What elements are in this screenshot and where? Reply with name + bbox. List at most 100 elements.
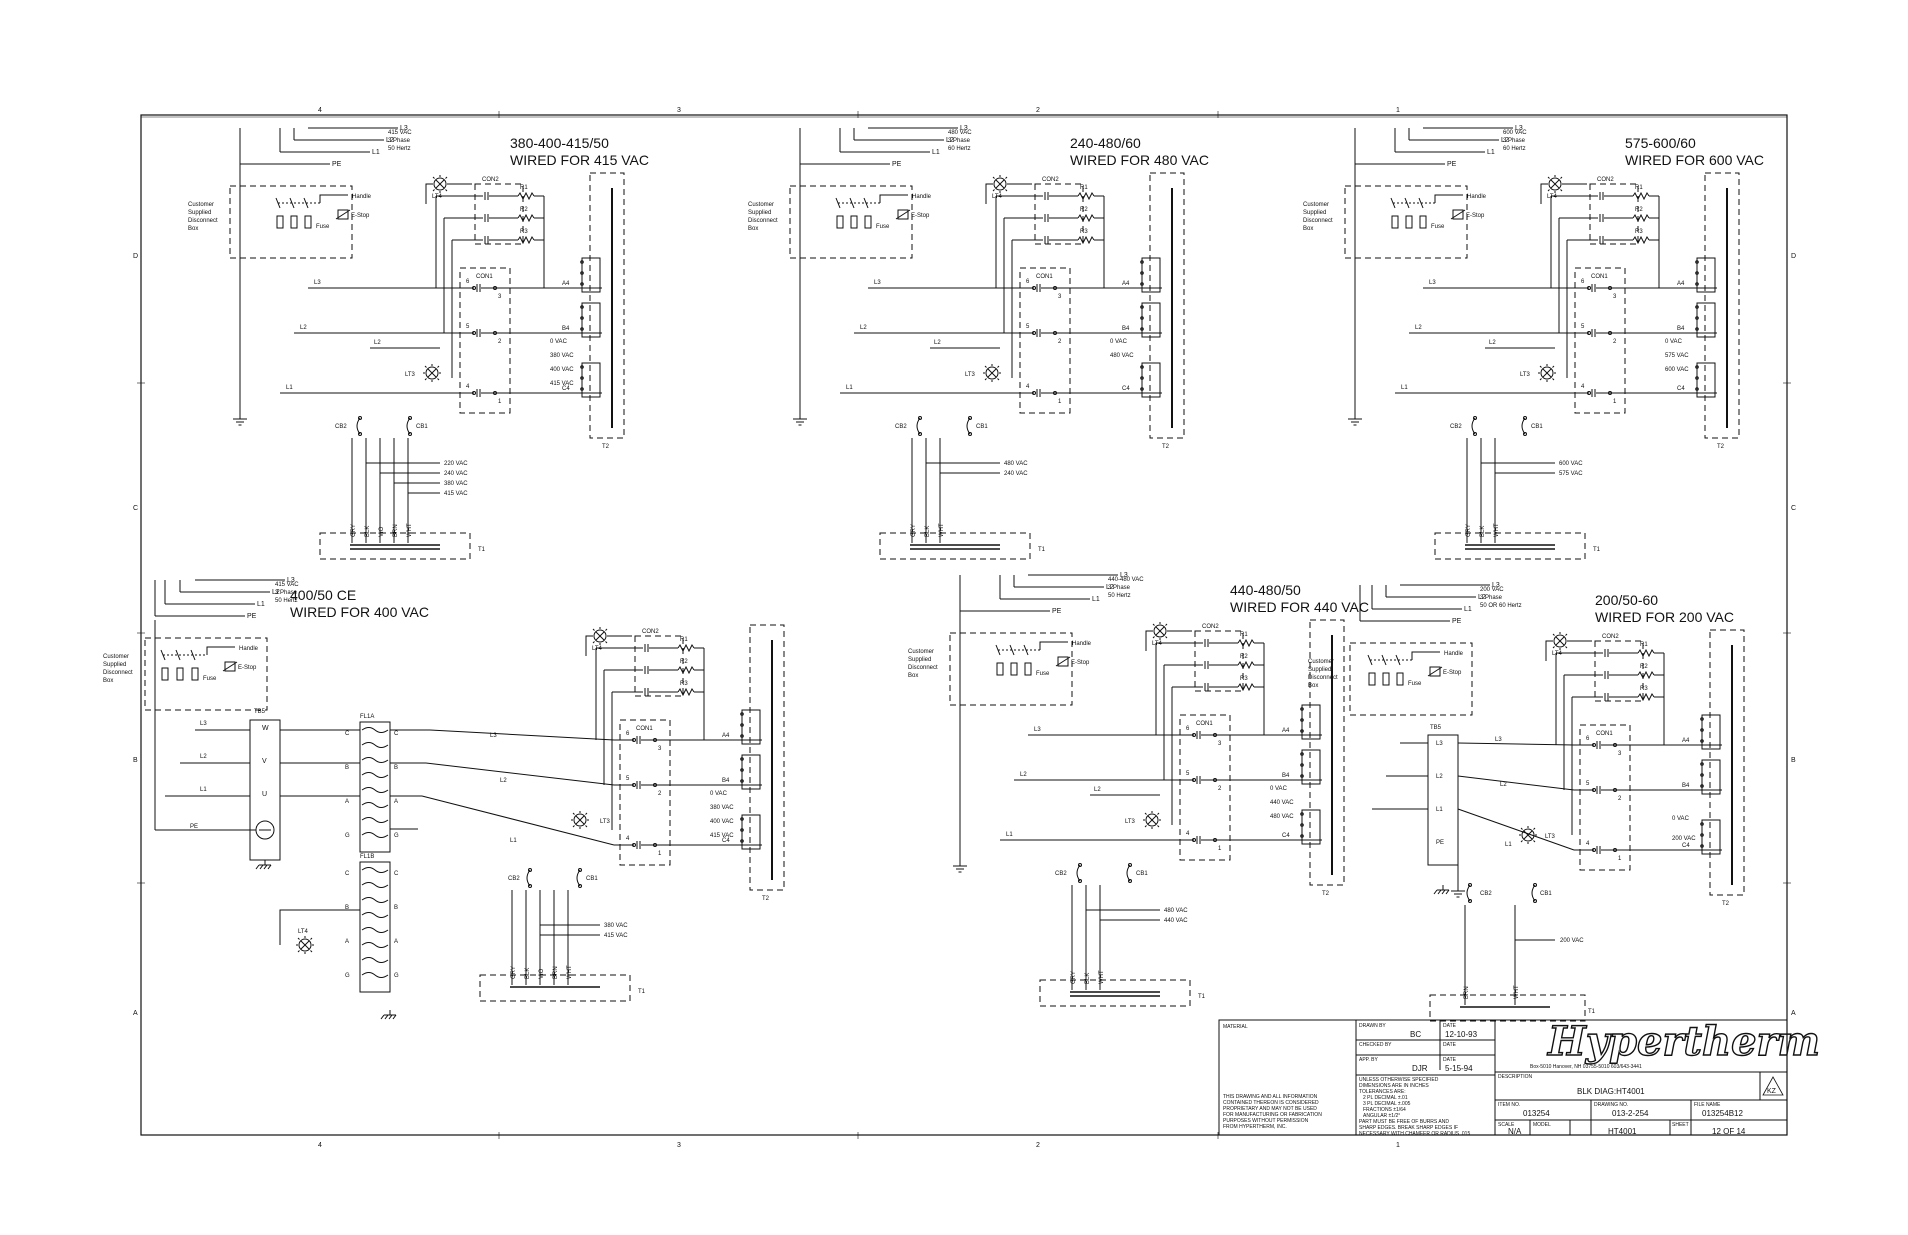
line-label: L3 [874, 280, 881, 286]
t2-winding [741, 754, 761, 790]
con1-pin-label: 3 [1058, 294, 1062, 300]
filter-pin: C [394, 731, 399, 737]
t1-wire-label: WHT [1514, 985, 1520, 999]
t2-winding [581, 362, 601, 398]
tap-label: A4 [1677, 281, 1685, 287]
filter-pin: C [345, 871, 350, 877]
tolerance-note: DIMENSIONS ARE IN INCHES [1359, 1083, 1429, 1089]
winding-tap [1695, 282, 1699, 286]
winding-tap [740, 712, 744, 716]
lamp-ray [1144, 812, 1147, 815]
winding-tap [580, 316, 584, 320]
lamp-body [573, 813, 587, 827]
disconnect-box [144, 637, 268, 711]
filter-pin: A [394, 799, 398, 805]
disconnect-caption: Disconnect [103, 670, 133, 676]
lamp-body [1153, 624, 1167, 638]
line-label: L2 [860, 325, 867, 331]
con1-pin [1608, 286, 1612, 290]
resistor-zigzag [1077, 235, 1095, 245]
phase-label: L2 [946, 137, 954, 144]
winding-tap [1300, 729, 1304, 733]
lamp-body [1553, 634, 1567, 648]
breaker-node [1468, 899, 1472, 903]
con1-pin-label: 4 [626, 836, 630, 842]
con1-pin [493, 286, 497, 290]
estop-label: E-Stop [1466, 213, 1485, 219]
winding-tap [1300, 774, 1304, 778]
resistor-zigzag [677, 643, 695, 653]
t1-wire-label: BRN [553, 966, 559, 979]
estop-slash [1427, 666, 1443, 677]
lt3-lamp [1519, 826, 1537, 844]
winding-tap [1700, 739, 1704, 743]
lt4b-wire [279, 909, 360, 945]
lamp-ray [445, 189, 448, 192]
lamp-ray [1520, 827, 1523, 830]
t2-box [1709, 629, 1745, 896]
con1-pin [1592, 788, 1596, 792]
resistor-label: R3 [1240, 676, 1248, 682]
panel-title: 240-480/60 [1070, 135, 1141, 151]
con1-pin [1592, 743, 1596, 747]
phase-label: L2 [1106, 584, 1114, 591]
filter-label: FL1A [360, 714, 374, 720]
t2-winding [1696, 302, 1716, 338]
lamp-ray [310, 937, 313, 940]
t1-wire-label: BRN [393, 524, 399, 537]
winding-tap [1140, 260, 1144, 264]
fuse [864, 215, 872, 229]
supply-note: 60 Hertz [948, 146, 971, 152]
con1-pin [1032, 331, 1036, 335]
disconnect-box [229, 185, 353, 259]
con1-pin-label: 5 [626, 776, 630, 782]
filter-wave [361, 727, 389, 733]
estop-slash [1450, 209, 1466, 220]
handle-link [1434, 194, 1463, 203]
handle-label: Handle [1444, 651, 1464, 657]
phase-label: L1 [1092, 596, 1100, 603]
con1-pin [1608, 331, 1612, 335]
winding-tap [1700, 717, 1704, 721]
t2-winding [1141, 362, 1161, 398]
winding-tap [1700, 784, 1704, 788]
line-label: L3 [314, 280, 321, 286]
tap-label: B4 [562, 326, 570, 332]
disconnect-caption: Disconnect [188, 218, 218, 224]
supply-note: 480 VAC [948, 130, 972, 136]
con1-pin-label: 1 [1218, 846, 1222, 852]
lamp-cross [300, 940, 310, 950]
estop-label: E-Stop [351, 213, 370, 219]
lt3-label: LT3 [405, 372, 416, 378]
winding-tap [580, 387, 584, 391]
phase-label: PE [1052, 608, 1062, 615]
t1-wire-label: BLK [525, 968, 531, 979]
filter-wave [361, 817, 389, 823]
line-label: L2 [500, 778, 507, 784]
zone-bottom-3: 3 [677, 1142, 681, 1149]
fuse [290, 215, 298, 229]
line-label: L1 [200, 787, 207, 793]
tolerance-note: UNLESS OTHERWISE SPECIFIED [1359, 1077, 1439, 1083]
lamp-cross [595, 631, 605, 641]
winding-tap [1140, 387, 1144, 391]
breaker-arc [1521, 417, 1526, 435]
estop-label: E-Stop [1071, 660, 1090, 666]
panel-subtitle: WIRED FOR 600 VAC [1625, 152, 1764, 168]
resistor-zigzag [1637, 648, 1655, 658]
filter-pin: G [345, 973, 350, 979]
con2-label: CON2 [1602, 634, 1619, 640]
t1-wire-label: WHT [939, 523, 945, 537]
drawn-date-value: 12-10-93 [1445, 1030, 1478, 1039]
filter-pin: B [345, 905, 349, 911]
line-label: L2 [1020, 772, 1027, 778]
t2-tap-voltage: 600 VAC [1665, 367, 1689, 373]
zone-right-a: A [1791, 1010, 1796, 1017]
con1-pin [1053, 286, 1057, 290]
lt4-wire [425, 183, 432, 204]
tap-label: C4 [1682, 843, 1690, 849]
con1-pin [472, 331, 476, 335]
tap-label: B4 [1282, 773, 1290, 779]
zone-top-3: 3 [677, 107, 681, 114]
